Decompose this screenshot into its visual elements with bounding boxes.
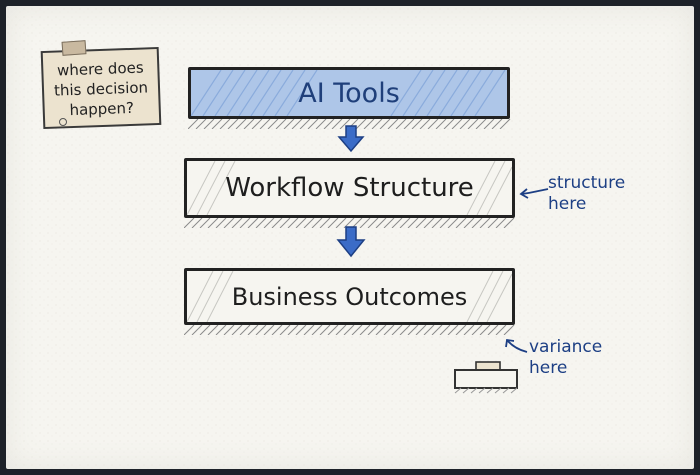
left-arrow-icon [519, 188, 549, 199]
hatch-shadow-workflow [184, 218, 515, 228]
structure-annotation: structure here [548, 173, 625, 215]
note-line-2: this decision [53, 78, 149, 100]
ai-tools-label: AI Tools [298, 77, 400, 109]
hatch-shadow-ai [188, 119, 511, 129]
business-shading [187, 271, 512, 322]
workflow-structure-box: Workflow Structure [184, 158, 515, 218]
variance-annotation-line-1: variance [529, 337, 603, 357]
variance-annotation-line-2: here [529, 358, 568, 378]
down-arrow-icon [337, 125, 365, 153]
pin-icon [59, 118, 67, 126]
business-outcomes-label: Business Outcomes [231, 282, 468, 311]
down-arrow-icon [336, 226, 366, 258]
workflow-shading [187, 161, 512, 215]
variance-annotation: variance here [529, 337, 602, 379]
ai-tools-shading [191, 70, 506, 116]
structure-annotation-line-1: structure [548, 173, 626, 193]
small-block-icon [454, 361, 518, 394]
tape-strip [61, 40, 87, 56]
business-outcomes-box: Business Outcomes [184, 268, 515, 325]
up-left-arrow-icon [505, 338, 528, 353]
hatch-shadow-business [184, 325, 515, 335]
ai-tools-box: AI Tools [188, 67, 510, 119]
sticky-note: where does this decision happen? [40, 46, 162, 130]
structure-annotation-line-2: here [548, 194, 587, 214]
workflow-structure-label: Workflow Structure [225, 173, 474, 203]
